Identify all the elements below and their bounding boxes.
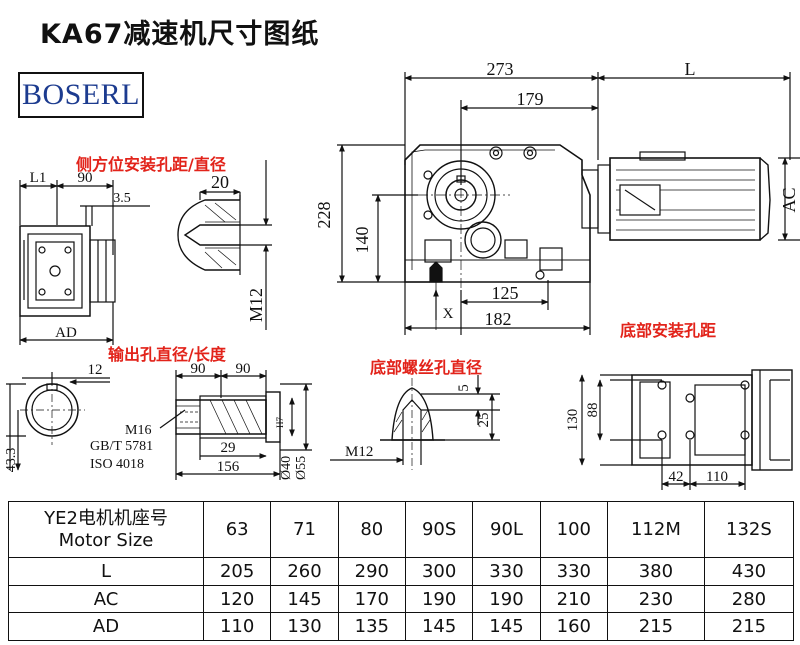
table-cell: 170 (337, 584, 406, 614)
technical-drawing: 273 L 179 228 140 AC 125 182 X L1 90 3.5… (4, 59, 800, 490)
table-cell: 380 (606, 557, 705, 586)
annotation-base-mount: 底部安装孔距 (620, 321, 716, 340)
table-cell: 230 (606, 584, 705, 614)
table-cell: 145 (404, 612, 474, 641)
annotation-side-mount: 侧方位安装孔距/直径 (76, 155, 226, 174)
dim-130: 130 (565, 409, 581, 432)
table-cell: 215 (703, 612, 795, 641)
standard-iso: ISO 4018 (90, 457, 144, 472)
page-title: KA67减速机尺寸图纸 (40, 19, 320, 50)
base-bottom-view (579, 369, 793, 490)
base-thread-detail (330, 375, 500, 470)
table-cell: 145 (270, 584, 339, 614)
dim-25: 25 (476, 413, 492, 428)
table-cell: 260 (270, 557, 339, 586)
output-bore-view (6, 372, 110, 471)
size-cell: 100 (539, 500, 608, 559)
dim-42: 42 (669, 469, 684, 485)
dim-3-5: 3.5 (113, 191, 131, 206)
dim-90-shaft-a: 90 (191, 361, 206, 377)
brand-logo-text: BOSERL (21, 78, 141, 111)
table-cell: 290 (337, 557, 406, 586)
table-cell: 280 (703, 584, 795, 614)
table-cell: 300 (404, 557, 474, 586)
dim-156: 156 (217, 459, 240, 475)
dim-20: 20 (211, 172, 229, 192)
side-thread-detail (177, 160, 272, 330)
main-view (337, 72, 800, 335)
dim-90-side: 90 (78, 170, 93, 186)
dim-110: 110 (706, 469, 728, 485)
table-row: L 205 260 290 300 330 330 380 430 (8, 557, 795, 586)
brand-logo: BOSERL (18, 72, 144, 118)
side-view (19, 180, 150, 345)
table-header-row: YE2电机机座号 Motor Size 63 71 80 90S 90L 100… (8, 500, 795, 559)
table-cell: 210 (539, 584, 608, 614)
motor-size-table: YE2电机机座号 Motor Size 63 71 80 90S 90L 100… (8, 500, 795, 641)
dim-40: Ø40 (279, 456, 294, 480)
dim-l: L (685, 59, 696, 79)
row-label: AC (8, 584, 204, 614)
dim-182: 182 (485, 309, 512, 329)
dim-29: 29 (221, 440, 236, 456)
size-cell: 112M (606, 500, 705, 559)
table-cell: 130 (270, 612, 339, 641)
header-line-1: YE2电机机座号 (44, 507, 168, 529)
dim-88: 88 (585, 403, 601, 418)
table-cell: 190 (472, 584, 541, 614)
size-cell: 132S (703, 500, 795, 559)
dim-179: 179 (517, 89, 544, 109)
table-cell: 205 (202, 557, 272, 586)
table-cell: 135 (337, 612, 406, 641)
table-cell: 330 (472, 557, 541, 586)
table-cell: 330 (539, 557, 608, 586)
annotation-base-thread: 底部螺丝孔直径 (370, 358, 482, 377)
header-line-2: Motor Size (58, 529, 154, 551)
table-cell: 110 (202, 612, 272, 641)
table-header-label: YE2电机机座号 Motor Size (8, 500, 204, 559)
dim-m12-base: M12 (345, 444, 373, 460)
dim-43-3: 43.3 (4, 448, 19, 473)
table-cell: 120 (202, 584, 272, 614)
annotation-output-shaft: 输出孔直径/长度 (108, 345, 227, 364)
size-cell: 90L (472, 500, 541, 559)
thread-m16: M16 (125, 423, 151, 438)
dim-m12-side: M12 (246, 288, 266, 322)
output-shaft-section (159, 370, 312, 480)
dim-273: 273 (487, 59, 514, 79)
dim-90-shaft-b: 90 (236, 361, 251, 377)
row-label: L (8, 557, 204, 586)
table-row: AC 120 145 170 190 190 210 230 280 (8, 584, 795, 614)
row-label: AD (8, 612, 204, 641)
dim-l1: L1 (30, 170, 47, 186)
dim-ad: AD (55, 325, 77, 341)
size-cell: 63 (202, 500, 272, 559)
dim-ac: AC (779, 187, 799, 212)
tolerance-h7: H7 (275, 417, 285, 428)
dim-125: 125 (492, 283, 519, 303)
dim-140: 140 (352, 227, 372, 254)
dim-228: 228 (314, 202, 334, 229)
dim-12: 12 (88, 362, 103, 378)
table-cell: 145 (472, 612, 541, 641)
table-row: AD 110 130 135 145 145 160 215 215 (8, 612, 795, 641)
size-cell: 80 (337, 500, 406, 559)
dim-5: 5 (456, 384, 472, 392)
table-cell: 430 (703, 557, 795, 586)
table-cell: 215 (606, 612, 705, 641)
dim-x: X (443, 306, 454, 322)
size-cell: 71 (270, 500, 339, 559)
standard-gbt: GB/T 5781 (90, 439, 153, 454)
dim-55: Ø55 (294, 456, 309, 480)
table-cell: 190 (404, 584, 474, 614)
size-cell: 90S (404, 500, 474, 559)
table-cell: 160 (539, 612, 608, 641)
